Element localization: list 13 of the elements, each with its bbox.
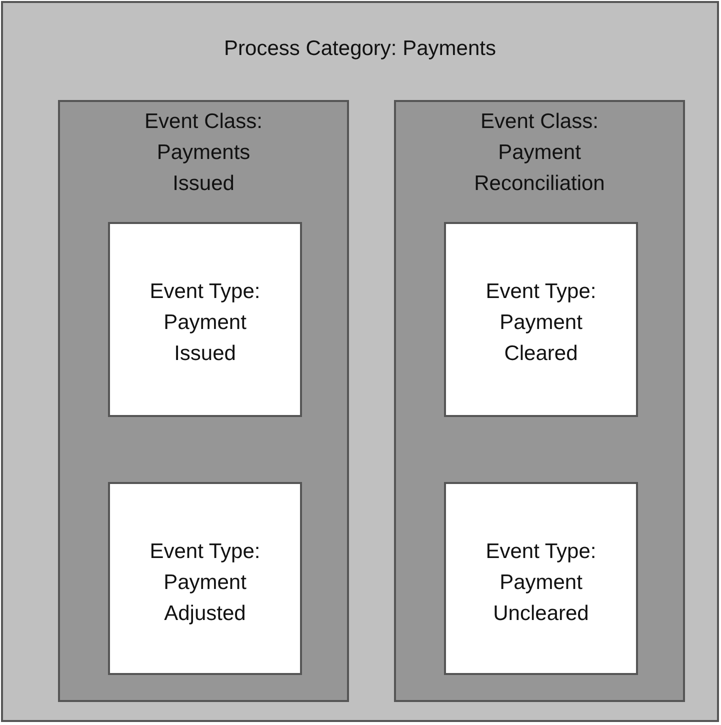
class-panel <box>394 100 685 702</box>
node-title: Event Type: Payment Issued <box>148 279 262 367</box>
node-title: Event Type: Payment Cleared <box>484 279 598 367</box>
type-box <box>108 222 302 417</box>
type-box <box>108 482 302 675</box>
type-box <box>444 482 638 675</box>
node-title: Event Type: Payment Adjusted <box>148 539 262 627</box>
class-panel <box>58 100 349 702</box>
type-box <box>444 222 638 417</box>
node-title: Event Class: Payment Reconciliation <box>473 109 606 197</box>
node-title: Event Type: Payment Uncleared <box>484 539 598 627</box>
node-title: Process Category: Payments <box>223 36 497 62</box>
node-title: Event Class: Payments Issued <box>144 109 264 197</box>
